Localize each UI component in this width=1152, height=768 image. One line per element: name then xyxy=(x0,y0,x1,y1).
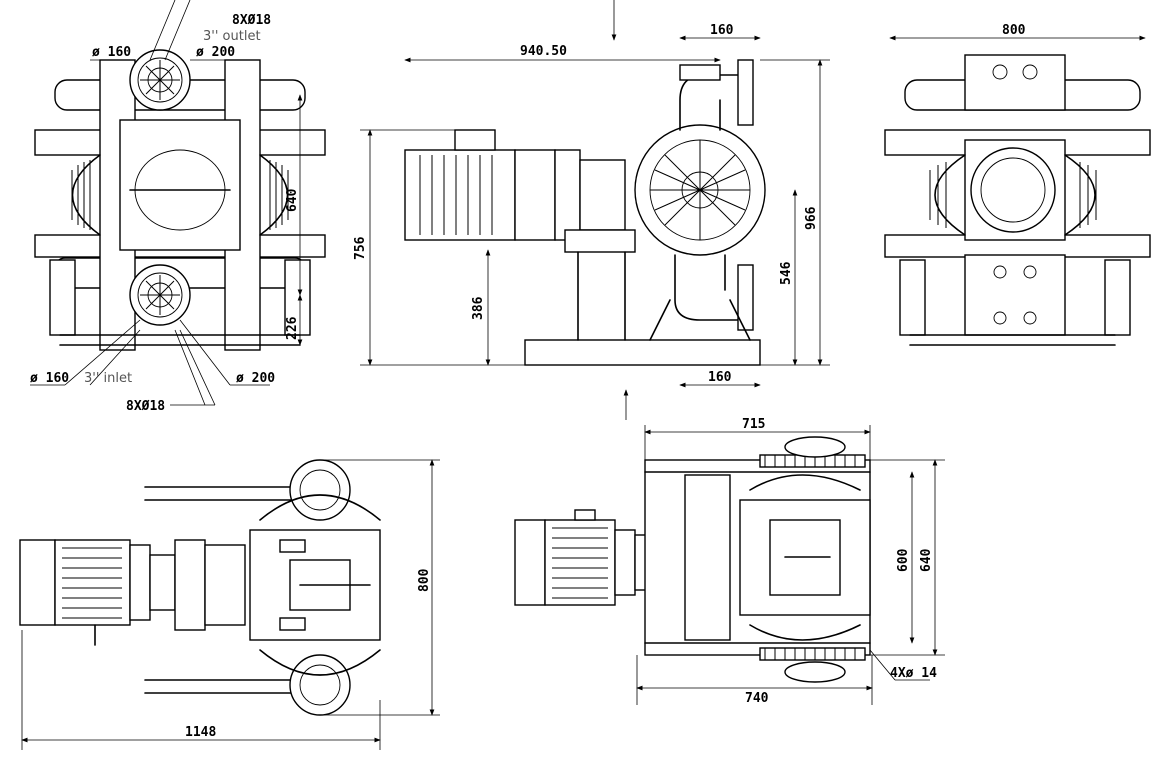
top-left-length-label: 1148 xyxy=(185,725,216,740)
outlet-label: 3'' outlet xyxy=(203,29,261,44)
side-flange-label: 160 xyxy=(710,23,734,38)
front-height-label: 640 xyxy=(285,188,300,212)
rear-width-label: 800 xyxy=(1002,23,1026,38)
top-right-outer-depth-label: 640 xyxy=(919,548,934,572)
inlet-label: 3'' inlet xyxy=(84,371,132,386)
rear-view: 800 xyxy=(884,23,1151,346)
front-bolt-top-label: 8XØ18 xyxy=(232,13,271,28)
front-dia200-bottom-label: ø 200 xyxy=(236,371,275,386)
top-view-left: 1148 800 xyxy=(19,459,440,750)
side-shaft-height-label: 386 xyxy=(471,296,486,320)
front-base-height-label: 226 xyxy=(285,316,300,340)
top-right-holes-label: 4Xø 14 xyxy=(890,666,937,681)
front-bolt-bottom-label: 8XØ18 xyxy=(126,399,165,414)
top-right-frame-width-label: 715 xyxy=(742,417,765,432)
side-overall-height-label: 756 xyxy=(353,236,368,260)
side-total-height-label: 966 xyxy=(804,206,819,230)
front-dia200-top-label: ø 200 xyxy=(196,45,235,60)
side-flange-bottom-label: 160 xyxy=(708,370,732,385)
top-view-right: 715 740 600 640 4Xø 14 xyxy=(514,417,945,706)
front-view: 8XØ18 3'' outlet ø 160 ø 200 640 226 ø 1… xyxy=(30,0,326,414)
front-dia160-bottom-label: ø 160 xyxy=(30,371,69,386)
side-outlet-height-label: 546 xyxy=(779,261,794,285)
top-right-base-width-label: 740 xyxy=(745,691,769,706)
top-left-width-label: 800 xyxy=(417,568,432,592)
side-view: 940.50 160 160 756 386 966 546 xyxy=(353,0,830,420)
side-width-label: 940.50 xyxy=(520,44,567,59)
top-right-inner-depth-label: 600 xyxy=(896,548,911,572)
front-dia160-top-label: ø 160 xyxy=(92,45,131,60)
